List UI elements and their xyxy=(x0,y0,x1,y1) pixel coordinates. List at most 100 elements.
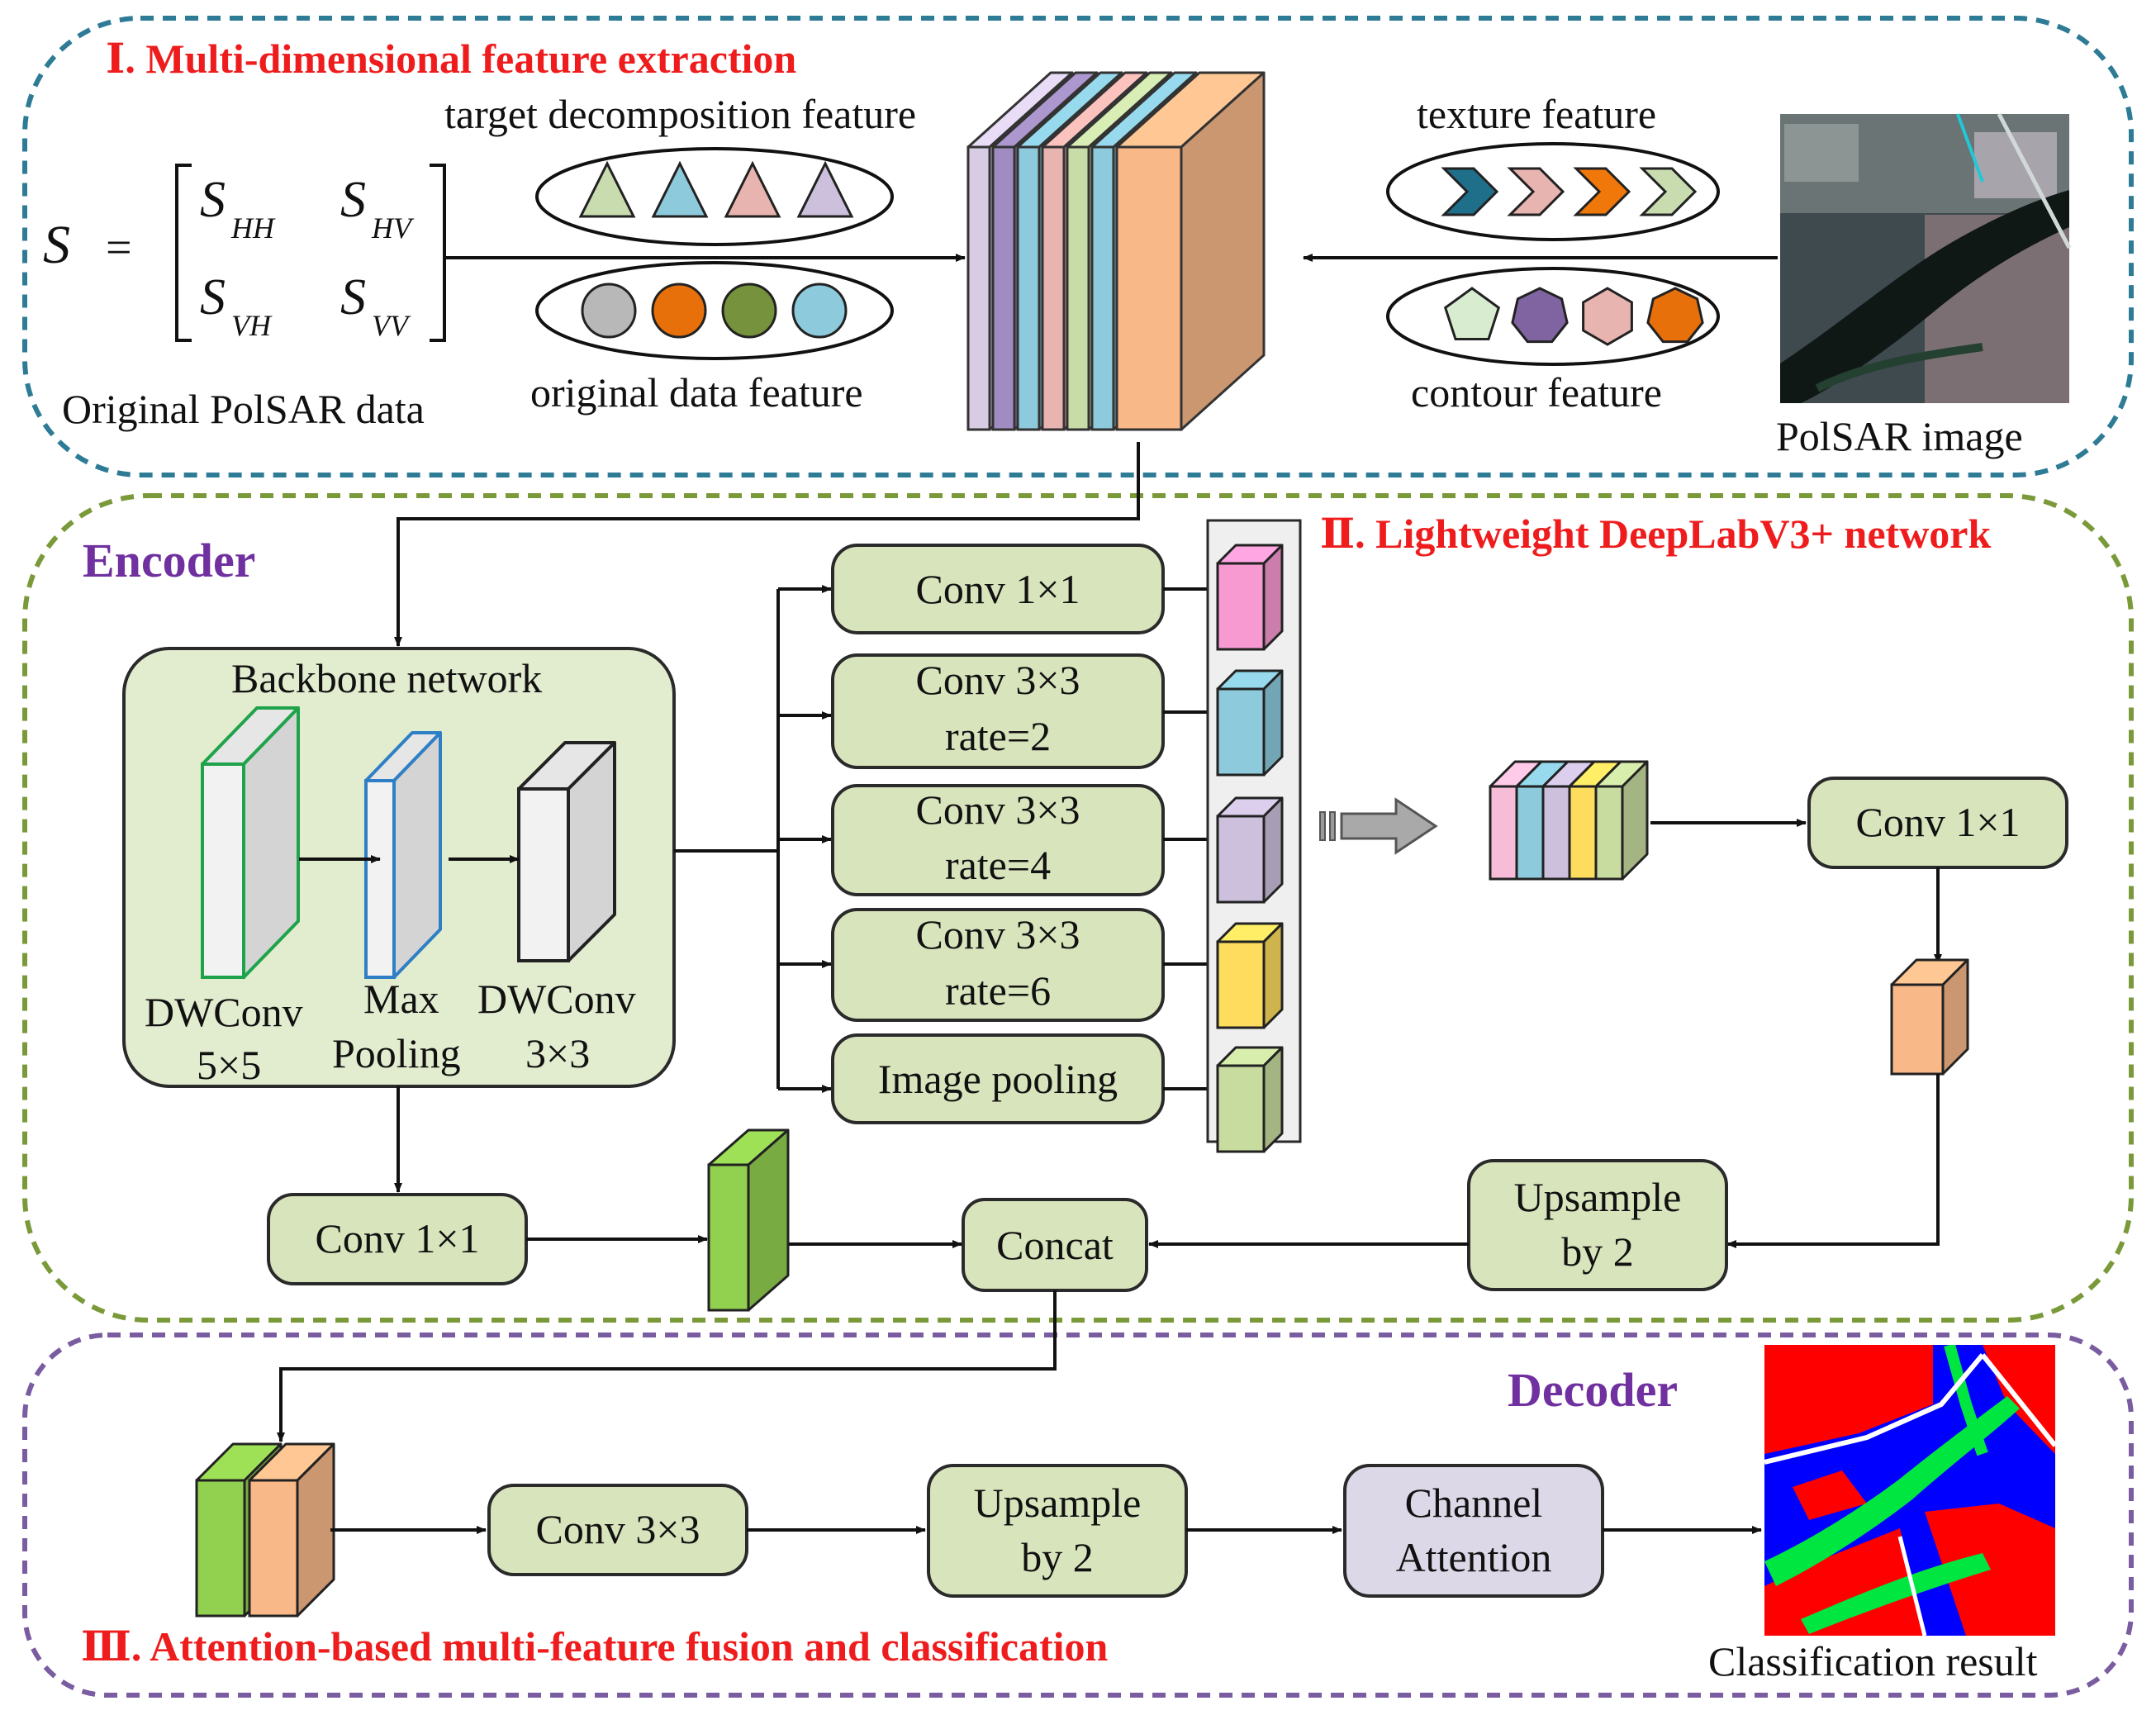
triangle-icon-3 xyxy=(724,160,781,218)
matrix-vv-sub: VV xyxy=(372,309,411,342)
aspp-rate4-label-2: rate=4 xyxy=(945,842,1051,888)
aspp-cube-2-front xyxy=(1216,687,1266,777)
encoder-upsample-box xyxy=(1467,1159,1728,1291)
polygon-icon-4 xyxy=(1646,287,1704,344)
matrix-equals: = xyxy=(106,222,132,273)
aspp-rate2-label-1: Conv 3×3 xyxy=(915,657,1080,703)
triangle-icon-2 xyxy=(651,160,709,218)
aspp-cube-1 xyxy=(1216,544,1284,651)
chevron-icon-1 xyxy=(1441,167,1499,216)
circle-icon-1 xyxy=(581,283,637,339)
aspp-cube-3-front xyxy=(1216,815,1266,904)
concat-label: Concat xyxy=(996,1222,1114,1268)
aspp-cube-5-front xyxy=(1216,1064,1266,1153)
dwconv3-cube xyxy=(517,741,616,962)
feature-layer-3-front xyxy=(1016,145,1041,431)
matrix-hv-sub: HV xyxy=(371,211,415,245)
aspp-rate6-label-2: rate=6 xyxy=(945,967,1051,1014)
section-3-title: Ⅲ. Attention-based multi-feature fusion … xyxy=(81,1623,1109,1670)
orange-cube-front xyxy=(1890,983,1945,1076)
polygon-icon-2 xyxy=(1511,287,1569,344)
aspp-cube-2-side xyxy=(1262,669,1284,777)
chevron-icons xyxy=(1441,167,1698,216)
polygon-icon-1 xyxy=(1443,287,1501,340)
decoder-upsample-label-1: Upsample xyxy=(974,1480,1142,1526)
arrow-cube-to-upsample xyxy=(1726,1074,1940,1248)
encoder-title: Encoder xyxy=(83,534,255,587)
section-1-title: Ⅰ. Multi-dimensional feature extraction xyxy=(106,36,796,82)
polsar-matrix: S = S HH S HV S VH S VV xyxy=(43,164,446,342)
polsar-image xyxy=(1780,112,2072,403)
original-polsar-label: Original PolSAR data xyxy=(62,386,425,432)
strip-layer-5-front xyxy=(1594,785,1624,881)
feature-layer-2-front xyxy=(991,145,1016,431)
circle-icons xyxy=(581,283,848,339)
feature-layer-7-front xyxy=(1115,145,1183,431)
conv1x1-after-concat-label: Conv 1×1 xyxy=(1855,799,2020,845)
polygon-icon-3 xyxy=(1582,287,1633,346)
backbone-cubes xyxy=(201,706,616,979)
chevron-icon-4 xyxy=(1639,167,1698,216)
aspp-cube-3-side xyxy=(1262,796,1284,904)
arrow-concat-to-decoder xyxy=(277,1290,1057,1442)
image-pooling-label: Image pooling xyxy=(878,1056,1118,1102)
feature-layer-1-front xyxy=(966,145,991,431)
decoder-input-cubes xyxy=(195,1442,335,1618)
original-data-ellipse xyxy=(535,261,894,360)
matrix-hh: S xyxy=(200,172,226,228)
decoder-orange-cube xyxy=(248,1442,335,1618)
matrix-left-bracket xyxy=(175,164,192,342)
aspp-cube-5 xyxy=(1216,1046,1284,1153)
dwconv3-label-1: DWConv xyxy=(477,976,636,1022)
dwconv5-cube xyxy=(201,706,300,979)
circle-icon-2 xyxy=(651,283,707,339)
aspp-cubes xyxy=(1216,544,1284,1153)
matrix-hh-sub: HH xyxy=(230,211,276,245)
transition-arrow xyxy=(1319,797,1438,855)
concat-feature-strip xyxy=(1489,760,1649,881)
encoder-upsample-label-1: Upsample xyxy=(1514,1174,1682,1220)
decoder-green-cube-front xyxy=(195,1479,246,1618)
classification-result-label: Classification result xyxy=(1708,1638,2038,1684)
feature-layer-5-front xyxy=(1066,145,1090,431)
texture-feature-label: texture feature xyxy=(1417,91,1656,137)
chevron-icon-3 xyxy=(1573,167,1631,216)
original-data-feature-label: original data feature xyxy=(530,369,863,416)
strip-layer-4-front xyxy=(1568,785,1598,881)
polygon-icons xyxy=(1443,287,1704,346)
green-cube xyxy=(707,1128,790,1312)
aspp-cube-1-side xyxy=(1262,544,1284,651)
feature-layer-7 xyxy=(1115,71,1266,431)
section-2-title: Ⅱ. Lightweight DeepLabV3+ network xyxy=(1320,511,1991,557)
aspp-cube-1-front xyxy=(1216,562,1266,651)
chevron-icon-2 xyxy=(1507,167,1565,216)
polsar-image-label: PolSAR image xyxy=(1776,413,2023,459)
triangle-icon-1 xyxy=(578,160,636,218)
section-2-frame xyxy=(22,493,2134,1323)
aspp-conv1x1-label: Conv 1×1 xyxy=(915,566,1080,612)
low-conv1x1-label: Conv 1×1 xyxy=(315,1215,479,1261)
strip-layer-1-front xyxy=(1489,785,1518,881)
feature-layer-6-front xyxy=(1090,145,1115,431)
maxpool-cube xyxy=(364,731,442,979)
circle-icon-3 xyxy=(721,283,777,339)
triangle-icon-4 xyxy=(796,160,854,218)
encoder-output-cube xyxy=(1890,958,1969,1076)
target-decomposition-ellipse xyxy=(535,147,894,246)
matrix-right-bracket xyxy=(430,164,446,342)
low-level-cube xyxy=(707,1128,790,1312)
matrix-hv: S xyxy=(340,172,366,228)
dwconv3-label-2: 3×3 xyxy=(525,1030,590,1076)
matrix-vv: S xyxy=(340,269,366,325)
strip-layer-2-front xyxy=(1515,785,1545,881)
aspp-cube-4 xyxy=(1216,922,1284,1029)
strip-layer-3-front xyxy=(1541,785,1571,881)
decoder-orange-cube-front xyxy=(248,1479,299,1618)
circle-icon-4 xyxy=(791,283,848,339)
aspp-cube-3 xyxy=(1216,796,1284,904)
green-cube-front xyxy=(707,1163,750,1312)
section-3-frame xyxy=(22,1333,2134,1698)
dwconv5-cube-front xyxy=(201,762,245,979)
maxpool-label-2: Pooling xyxy=(332,1030,461,1076)
